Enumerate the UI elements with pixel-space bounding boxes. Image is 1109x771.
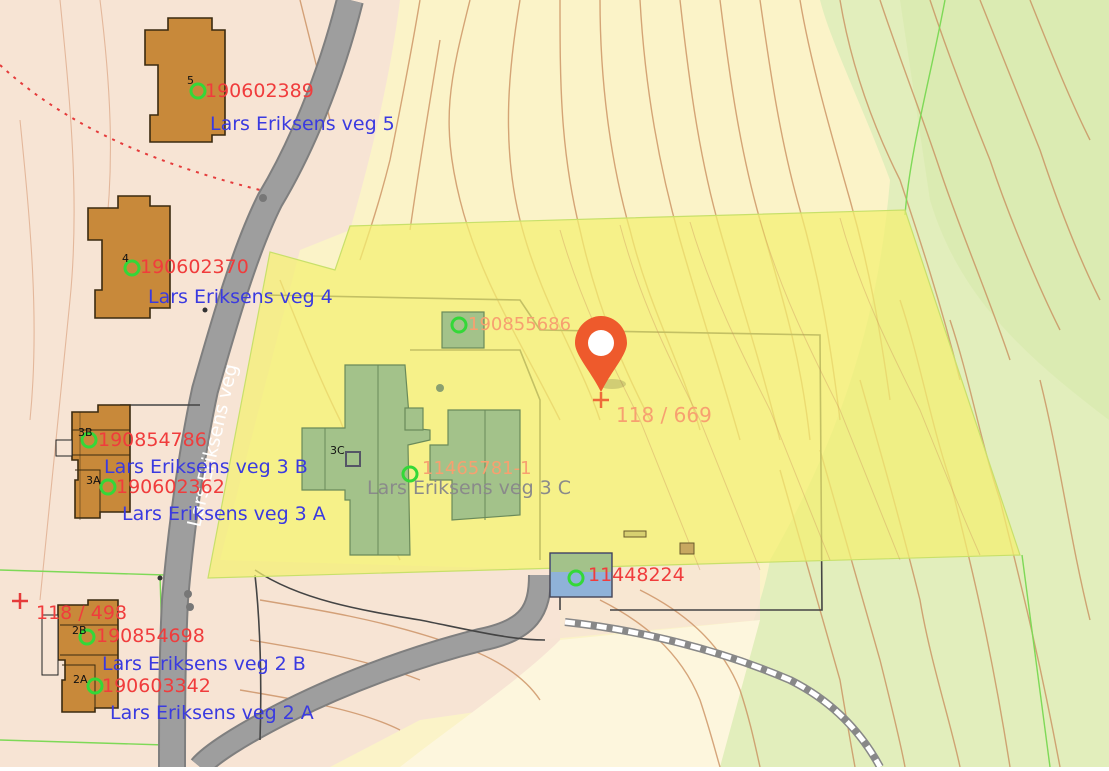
small-structures (623, 530, 695, 555)
point-main[interactable] (401, 465, 419, 483)
parcel-contours (559, 217, 981, 571)
open-area (400, 620, 760, 767)
driveway (192, 574, 550, 771)
house-no-label: 2B (72, 624, 87, 637)
building-id-label: 190603342 (102, 675, 211, 697)
selected-parcel[interactable] (207, 209, 1021, 579)
address-label: Lars Eriksens veg 2 A (110, 702, 314, 724)
parcel-cross-icon (12, 593, 28, 609)
building-id-label: 190854698 (96, 625, 205, 647)
building-id-label: 190855686 (468, 314, 571, 335)
house-sublots (41, 439, 73, 676)
forest-area-dark (900, 0, 1109, 420)
building-id-label: 190602362 (116, 476, 225, 498)
point-3b[interactable] (80, 431, 98, 449)
house-5[interactable] (144, 17, 226, 143)
address-label: Lars Eriksens veg 3 B (104, 456, 308, 478)
road (160, 0, 362, 768)
building-ridges (324, 365, 486, 555)
building-id-label: 190602370 (140, 256, 249, 278)
address-label: Lars Eriksens veg 3 C (367, 477, 571, 499)
houses (57, 17, 226, 713)
selected-buildings (301, 311, 521, 556)
parcel-label-selected: 118 / 669 (616, 403, 712, 427)
address-points (78, 82, 585, 695)
house-no-label: 3B (78, 426, 93, 439)
address-label: Lars Eriksens veg 3 A (122, 503, 326, 525)
map-dots (55, 194, 267, 611)
location-pin-icon[interactable] (575, 316, 627, 392)
entrance-marker (345, 451, 361, 467)
point-5[interactable] (189, 82, 207, 100)
dotted-boundary (0, 64, 261, 191)
building-id-label: 11465781-1 (422, 458, 532, 479)
address-label: Lars Eriksens veg 4 (148, 286, 333, 308)
point-2a[interactable] (86, 677, 104, 695)
building-main-east[interactable] (429, 409, 521, 521)
building-id-label: 190602389 (205, 80, 314, 102)
garage-roof (551, 554, 611, 572)
building-annex (404, 407, 424, 431)
residential-area (0, 0, 560, 767)
house-no-label: 3C (330, 444, 345, 457)
house-no-label: 4 (122, 252, 129, 265)
point-3a[interactable] (99, 478, 117, 496)
point-top[interactable] (450, 316, 468, 334)
parcel-label-other: 118 / 498 (36, 602, 127, 624)
point-garage[interactable] (567, 569, 585, 587)
address-label: Lars Eriksens veg 5 (210, 113, 395, 135)
house-no-label: 2A (73, 673, 88, 686)
house-4[interactable] (87, 195, 171, 319)
parcel-cross-icon (593, 392, 609, 408)
house-no-label: 3A (86, 474, 101, 487)
house-no-label: 5 (187, 74, 194, 87)
path-outline (564, 618, 884, 769)
tree-dot (436, 384, 444, 392)
point-2b[interactable] (78, 628, 96, 646)
point-4[interactable] (123, 259, 141, 277)
address-label: Lars Eriksens veg 2 B (102, 653, 306, 675)
building-id-label: 190854786 (98, 429, 207, 451)
building-id-label: 11448224 (588, 564, 685, 586)
